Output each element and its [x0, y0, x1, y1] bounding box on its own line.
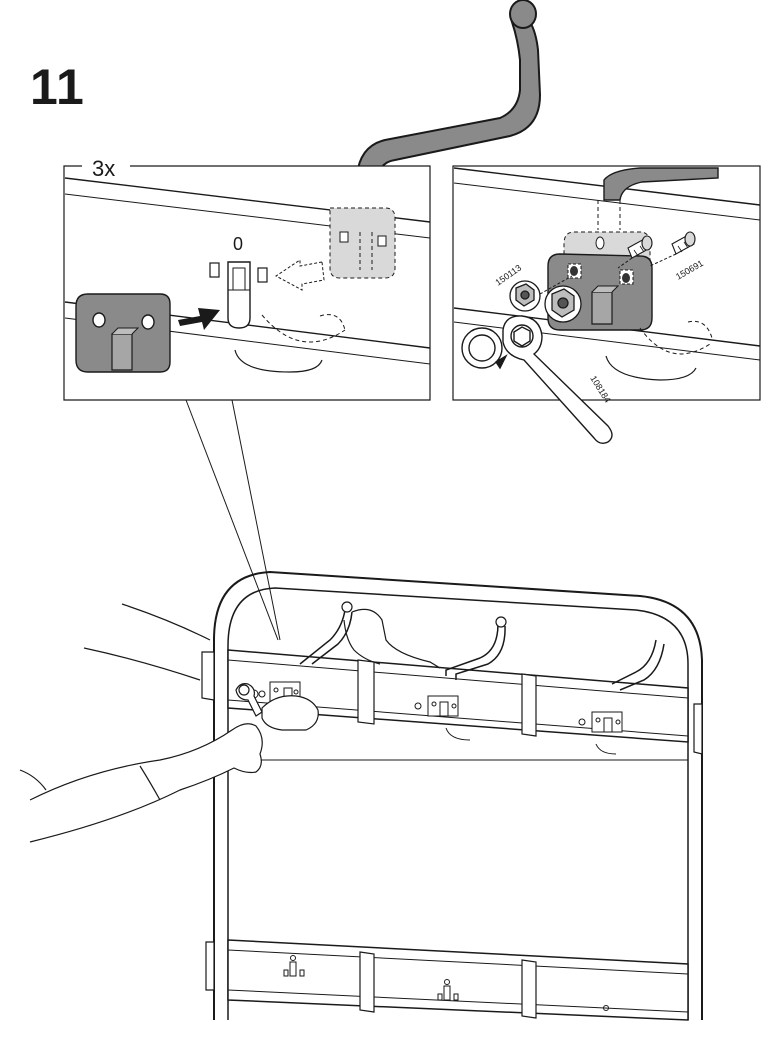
detail-panel-left: 3x 0	[63, 156, 431, 401]
position-mark: 0	[233, 234, 243, 254]
quantity-label: 3x	[92, 156, 115, 181]
bolt-2	[671, 231, 696, 255]
bolt-1	[627, 235, 653, 259]
wrench-icon	[502, 315, 613, 445]
nut-outer	[509, 280, 541, 312]
bed-frame	[201, 570, 703, 1021]
hands	[19, 603, 441, 843]
rotate-arrow-icon	[461, 327, 508, 370]
step-number: 11	[30, 59, 85, 115]
nut-inner	[544, 285, 582, 323]
detail-panel-right: 150113 150691 108184	[452, 165, 761, 445]
